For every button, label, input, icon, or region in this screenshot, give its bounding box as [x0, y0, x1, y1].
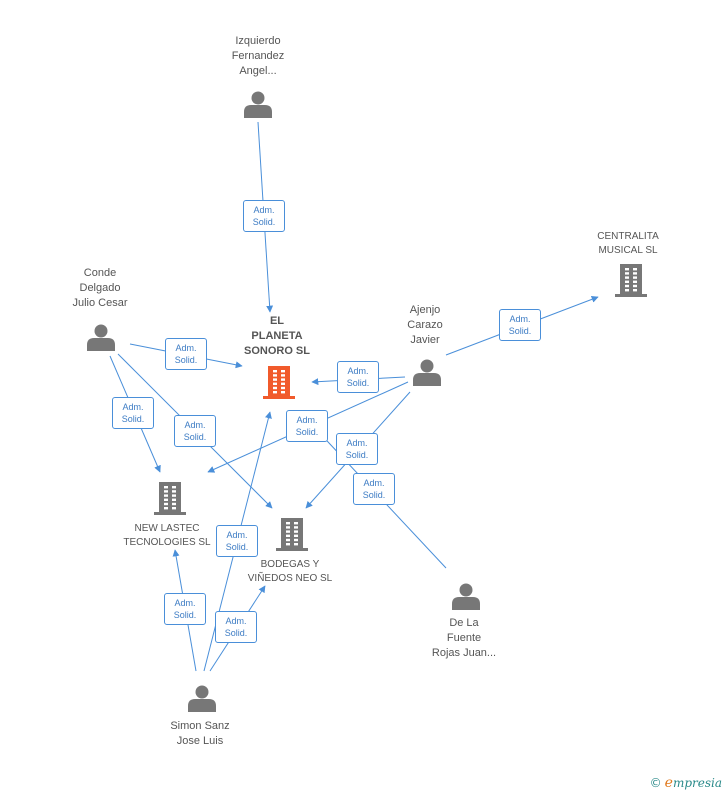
- ajenjo-person-icon[interactable]: [413, 359, 441, 387]
- edge-label-simon-bodegas[interactable]: Adm. Solid.: [215, 611, 257, 643]
- edge-label-delafuente-planeta[interactable]: Adm. Solid.: [353, 473, 395, 505]
- edge-label-conde-planeta[interactable]: Adm. Solid.: [165, 338, 207, 370]
- icons: [87, 91, 647, 713]
- node-label-conde[interactable]: Conde Delgado Julio Cesar: [72, 267, 128, 309]
- node-label-simon[interactable]: Simon Sanz Jose Luis: [170, 720, 230, 747]
- edge-label-ajenjo-bodegas[interactable]: Adm. Solid.: [336, 433, 378, 465]
- edge-label-ajenjo-newlastec[interactable]: Adm. Solid.: [286, 410, 328, 442]
- node-label-elplaneta[interactable]: EL PLANETA SONORO SL: [243, 315, 310, 357]
- edges: [109, 121, 599, 672]
- node-label-delafuente[interactable]: De La Fuente Rojas Juan...: [431, 617, 497, 659]
- edge-label-conde-bodegas[interactable]: Adm. Solid.: [174, 415, 216, 447]
- simon-person-icon[interactable]: [188, 685, 216, 713]
- conde-person-icon[interactable]: [87, 324, 115, 352]
- centralita-building-icon[interactable]: [615, 264, 647, 297]
- edge-label-ajenjo-planeta[interactable]: Adm. Solid.: [337, 361, 379, 393]
- edge-label-ajenjo-centralita[interactable]: Adm. Solid.: [499, 309, 541, 341]
- node-label-newlastec[interactable]: NEW LASTEC TECNOLOGIES SL: [123, 523, 211, 548]
- edge-label-conde-newlastec[interactable]: Adm. Solid.: [112, 397, 154, 429]
- node-label-izquierdo[interactable]: Izquierdo Fernandez Angel...: [231, 35, 285, 77]
- elplaneta-building-icon[interactable]: [263, 366, 295, 399]
- node-label-ajenjo[interactable]: Ajenjo Carazo Javier: [407, 304, 443, 346]
- edge-label-simon-newlastec[interactable]: Adm. Solid.: [164, 593, 206, 625]
- izquierdo-person-icon[interactable]: [244, 91, 272, 119]
- node-label-bodegas[interactable]: BODEGAS Y VIÑEDOS NEO SL: [247, 559, 333, 584]
- empresia-watermark: ©empresia: [649, 775, 722, 791]
- edge-label-simon-planeta[interactable]: Adm. Solid.: [216, 525, 258, 557]
- delafuente-person-icon[interactable]: [452, 583, 480, 611]
- edge-label-izquierdo-planeta[interactable]: Adm. Solid.: [243, 200, 285, 232]
- bodegas-building-icon[interactable]: [276, 518, 308, 551]
- node-label-centralita[interactable]: CENTRALITA MUSICAL SL: [597, 231, 659, 256]
- newlastec-building-icon[interactable]: [154, 482, 186, 515]
